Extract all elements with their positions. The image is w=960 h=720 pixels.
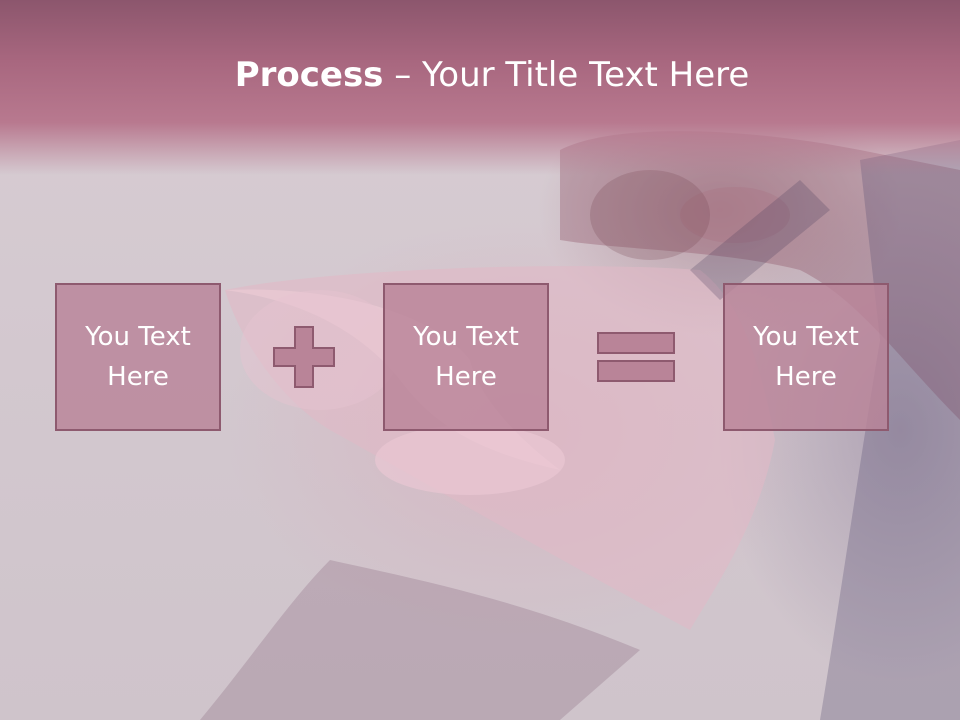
slide-title: Process – Your Title Text Here — [0, 52, 960, 98]
plus-icon — [273, 326, 335, 388]
process-box-1[interactable]: You Text Here — [55, 283, 221, 431]
process-box-1-label: You Text Here — [85, 322, 191, 392]
title-bold: Process — [234, 55, 384, 95]
title-rest: – Your Title Text Here — [383, 55, 750, 95]
process-box-2-label: You Text Here — [413, 322, 519, 392]
process-box-2[interactable]: You Text Here — [383, 283, 549, 431]
process-box-3[interactable]: You Text Here — [723, 283, 889, 431]
title-bar — [0, 0, 960, 175]
equals-icon — [597, 332, 675, 382]
process-box-3-label: You Text Here — [753, 322, 859, 392]
